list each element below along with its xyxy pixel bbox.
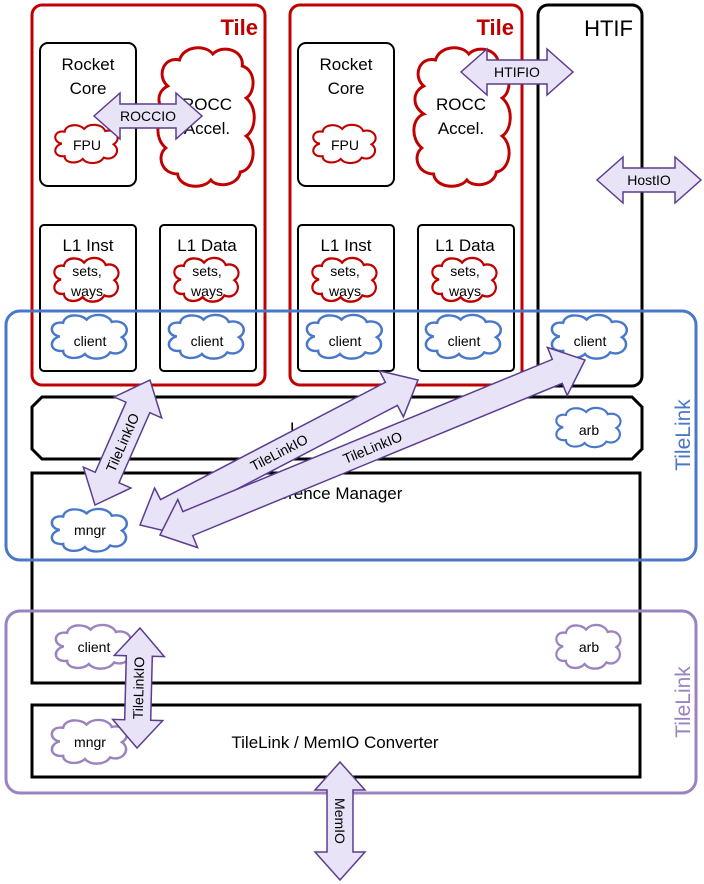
tilelink-label-purple: TileLink bbox=[672, 666, 695, 738]
tile-1-l1-data-cache-2: ways bbox=[190, 283, 223, 299]
tile-1-l1-inst-cache-1: sets, bbox=[72, 263, 102, 279]
tile-2-l1-inst-cache-2: ways bbox=[328, 283, 361, 299]
tile-1-rocc-label-2: Accel. bbox=[184, 119, 230, 138]
tile-1-core-label-2: Core bbox=[70, 79, 107, 98]
tile-1-inst-client: client bbox=[74, 333, 107, 349]
tilelinkio-arrow-vertical bbox=[82, 378, 163, 507]
tile-2-l1-data-label: L1 Data bbox=[435, 236, 495, 255]
tile-2-fpu: FPU bbox=[331, 137, 359, 153]
tile-1-l1-data-label: L1 Data bbox=[177, 236, 237, 255]
memio-arrow-label: MemIO bbox=[332, 798, 348, 844]
converter-title: TileLink / MemIO Converter bbox=[231, 733, 439, 752]
tile-1-l1-inst-label: L1 Inst bbox=[62, 236, 113, 255]
tilelinkio-arrow-htif bbox=[158, 346, 587, 549]
tile-1-fpu: FPU bbox=[73, 137, 101, 153]
tile-2-rocc-label-1: ROCC bbox=[436, 95, 486, 114]
tilelinkio-arrow-lower bbox=[111, 626, 166, 750]
tile-2-inst-client: client bbox=[329, 333, 362, 349]
roccio-arrow-label: ROCCIO bbox=[120, 108, 176, 124]
tile-2-core-label-1: Rocket bbox=[320, 55, 373, 74]
tile-1-l1-data-cache-1: sets, bbox=[192, 263, 222, 279]
tile-2-l1-data-cache-2: ways bbox=[448, 283, 481, 299]
htif: HTIF bbox=[536, 3, 644, 388]
tile-2-rocc-label-2: Accel. bbox=[438, 119, 484, 138]
tile-1-data-client: client bbox=[191, 333, 224, 349]
converter-mngr: mngr bbox=[74, 734, 106, 750]
memio-arrow bbox=[313, 760, 367, 882]
tile-2-l1-data-cache-1: sets, bbox=[450, 263, 480, 279]
tilelink-region-blue bbox=[4, 309, 698, 562]
hostio-arrow-label: HostIO bbox=[627, 172, 671, 188]
tile-1-core-label-1: Rocket bbox=[62, 55, 115, 74]
htifio-arrow bbox=[459, 47, 575, 97]
coherence-mngr: mngr bbox=[74, 522, 106, 538]
htif-client: client bbox=[574, 333, 607, 349]
tile-2-core-label-2: Core bbox=[328, 79, 365, 98]
tile-2-data-client: client bbox=[448, 333, 481, 349]
network-arb: arb bbox=[579, 422, 599, 438]
htifio-arrow-label: HTIFIO bbox=[494, 64, 540, 80]
tile-2-l1-inst-label: L1 Inst bbox=[320, 236, 371, 255]
tile-2-title: Tile bbox=[476, 15, 514, 40]
htif-title: HTIF bbox=[584, 16, 633, 41]
tile-2-l1-inst-cache-1: sets, bbox=[330, 263, 360, 279]
tile-1-l1-inst-cache-2: ways bbox=[70, 283, 103, 299]
hostio-arrow bbox=[595, 155, 703, 205]
tile-1-title: Tile bbox=[220, 15, 258, 40]
tilelinkio-arrow-lower-label: TileLinkIO bbox=[130, 656, 148, 719]
coherence-arb: arb bbox=[579, 639, 599, 655]
tilelink-label-blue: TileLink bbox=[672, 399, 695, 471]
client-clouds: client client client client client bbox=[50, 313, 629, 360]
coherence-client: client bbox=[78, 639, 111, 655]
roccio-arrow bbox=[92, 91, 204, 141]
